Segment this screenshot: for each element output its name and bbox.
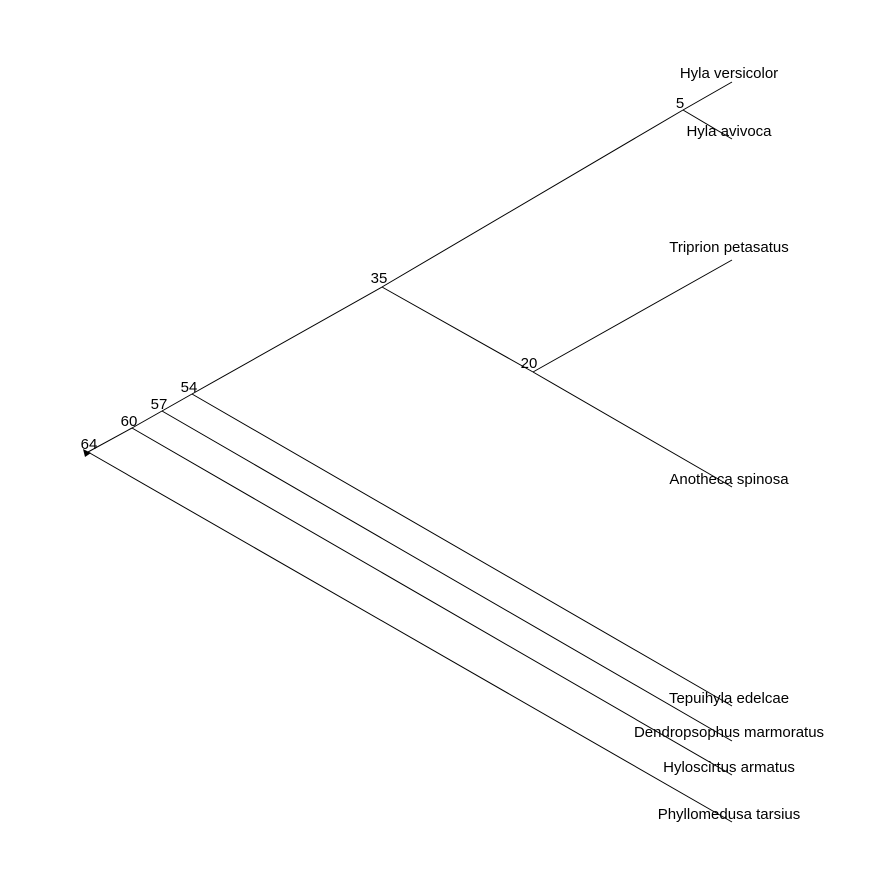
tip-label-hyla-versicolor: Hyla versicolor — [680, 65, 778, 82]
node-label-57: 57 — [151, 396, 168, 413]
tip-label-anotheca-spinosa: Anotheca spinosa — [669, 471, 789, 488]
branch-35-5 — [381, 109, 684, 288]
node-label-20: 20 — [521, 355, 538, 372]
tip-label-triprion-petasatus: Triprion petasatus — [669, 239, 789, 256]
branch-54-tepuihyla-edelcae — [191, 393, 733, 707]
branch-60-57 — [131, 410, 163, 429]
branch-35-20 — [381, 286, 534, 373]
node-label-54: 54 — [181, 379, 198, 396]
branch-57-dendropsophus-marmoratus — [161, 410, 733, 742]
tree-edges — [83, 81, 733, 823]
node-label-64: 64 — [81, 436, 98, 453]
branch-64-phyllomedusa-tarsius — [87, 451, 733, 823]
branch-54-35 — [191, 286, 383, 395]
branch-20-anotheca-spinosa — [532, 371, 733, 488]
branch-57-54 — [161, 393, 193, 412]
tip-label-dendropsophus-marmoratus: Dendropsophus marmoratus — [634, 724, 824, 741]
tip-label-tepuihyla-edelcae: Tepuihyla edelcae — [669, 690, 789, 707]
node-label-5: 5 — [676, 95, 684, 112]
node-label-35: 35 — [371, 270, 388, 287]
tip-label-hyla-avivoca: Hyla avivoca — [686, 123, 772, 140]
branch-64-60 — [87, 427, 133, 453]
node-label-60: 60 — [121, 413, 138, 430]
tip-label-phyllomedusa-tarsius: Phyllomedusa tarsius — [658, 806, 801, 823]
branch-5-hyla-versicolor — [682, 81, 733, 111]
branch-20-triprion-petasatus — [532, 259, 733, 373]
branch-60-hyloscirtus-armatus — [131, 427, 733, 776]
tip-label-hyloscirtus-armatus: Hyloscirtus armatus — [663, 759, 795, 776]
branch-5-hyla-avivoca — [682, 109, 733, 140]
root-marker-icon — [83, 449, 91, 457]
